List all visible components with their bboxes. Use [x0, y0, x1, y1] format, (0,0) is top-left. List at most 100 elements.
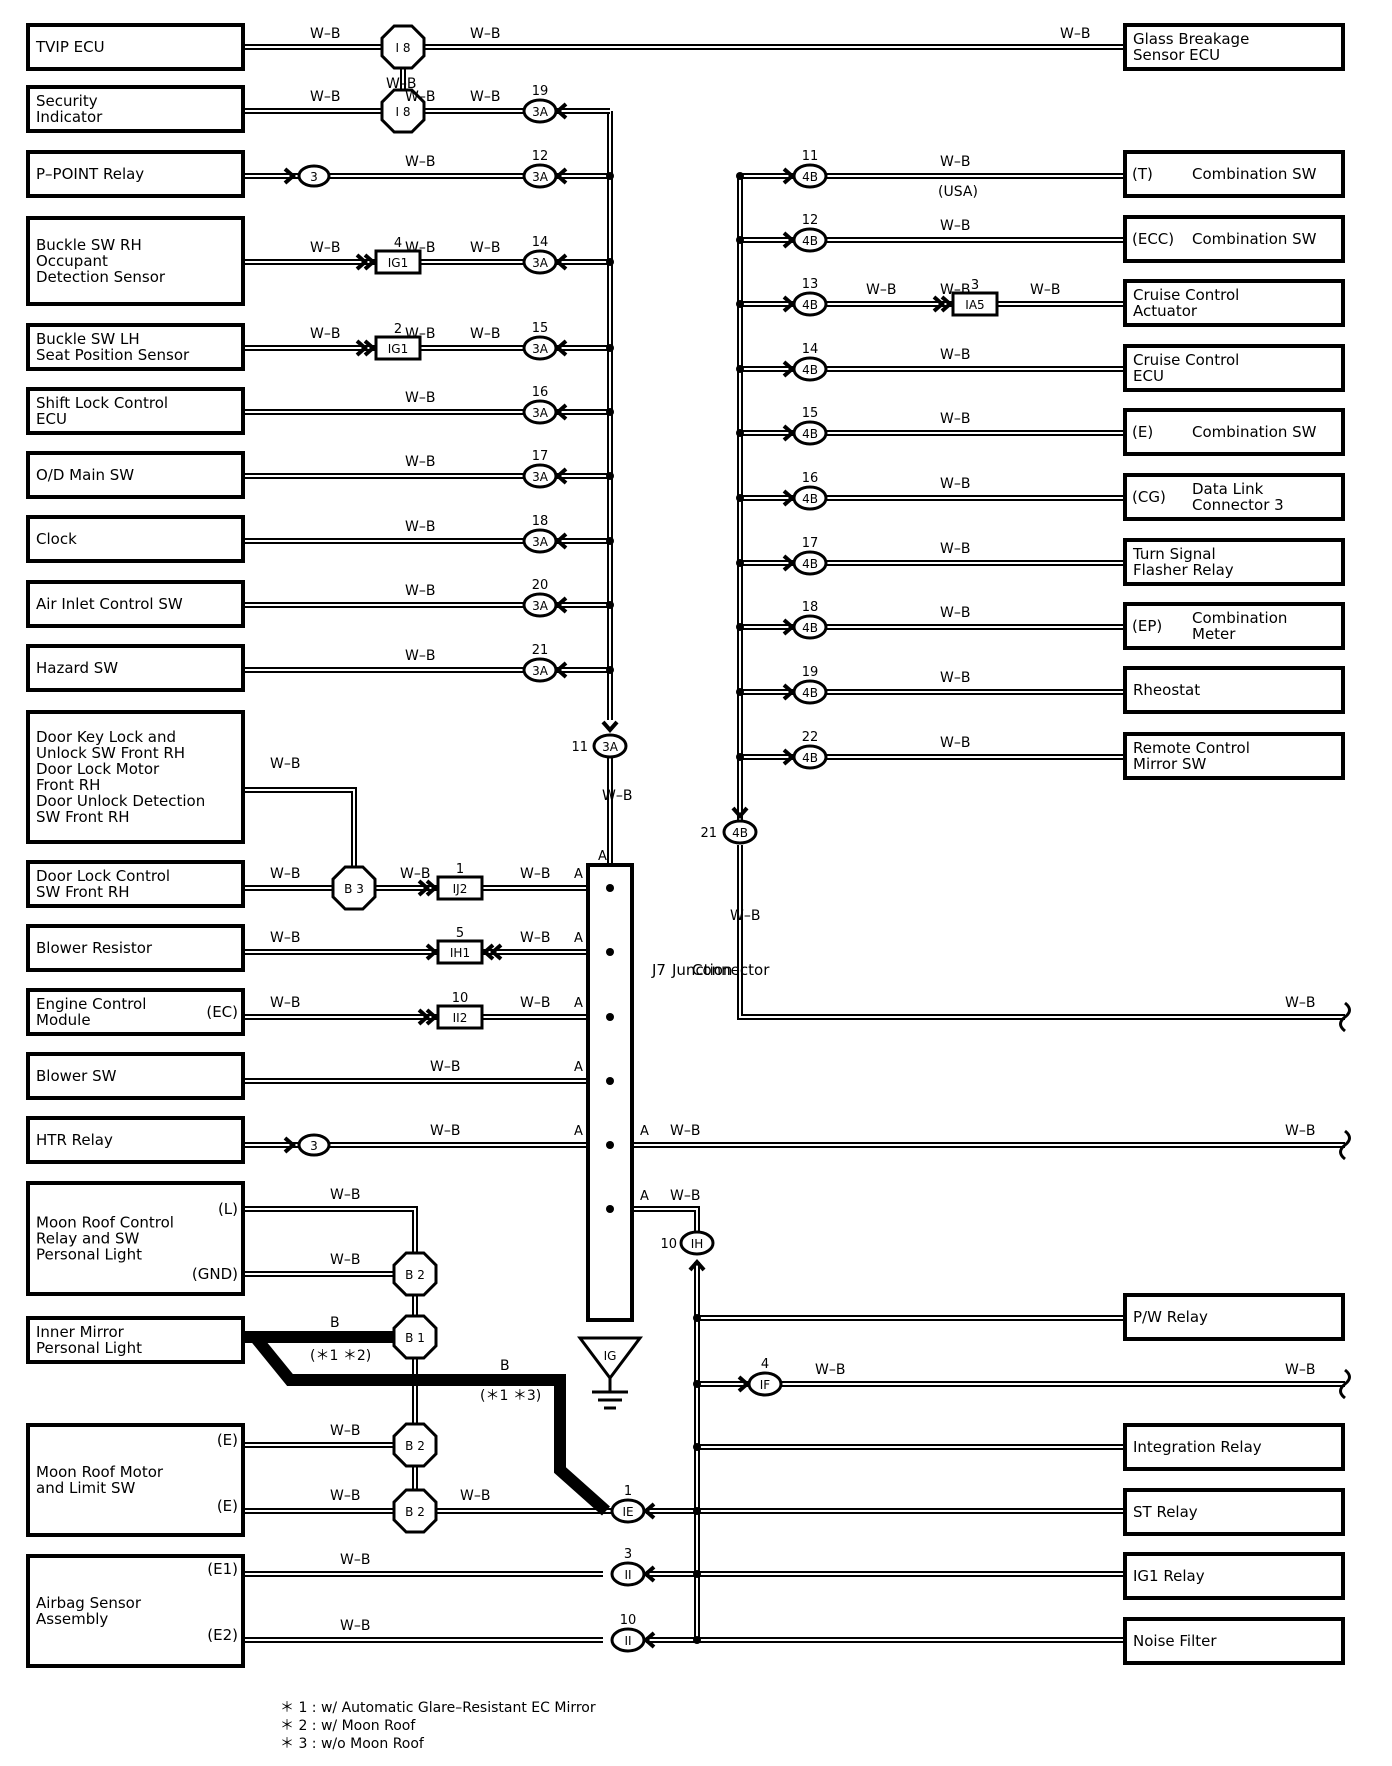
- conn-4B-15-pin: 15: [802, 406, 819, 421]
- pin-combometer: (EP): [1132, 617, 1162, 635]
- conn-3A-17-pin: 17: [532, 449, 549, 464]
- box-remotemirror-text: Remote Control: [1133, 739, 1250, 757]
- box-doorlockctrl: [26, 860, 245, 908]
- box-doorlockctrl-text: Door Lock Control: [36, 867, 170, 885]
- splice-dot: [606, 666, 614, 674]
- box-st: [1123, 1488, 1345, 1536]
- wire-label: W–B: [470, 26, 500, 42]
- splice-dot: [606, 344, 614, 352]
- ground-wire-ie: [250, 1333, 610, 1516]
- box-blowersw-text: Blower SW: [36, 1067, 117, 1085]
- wire-label: W–B: [940, 411, 970, 427]
- box-innermirror-text: Inner Mirror: [36, 1323, 125, 1341]
- splice-dot: [606, 408, 614, 416]
- box-combometer-text: Combination: [1192, 609, 1287, 627]
- box-doorkey-text: Front RH: [36, 776, 100, 794]
- conn-3-ppoint: [297, 164, 331, 188]
- box-blowersw: [26, 1052, 245, 1100]
- pin-l: (L): [218, 1200, 238, 1218]
- arrow-icon: [782, 618, 796, 636]
- wire-label: W–B: [670, 1123, 700, 1139]
- wire-label: W–B: [405, 154, 435, 170]
- splice-dot: [606, 948, 614, 956]
- conn-b2-c: [392, 1488, 438, 1534]
- conn-ig-name: IG: [604, 1349, 617, 1363]
- box-tvip-text: TVIP ECU: [35, 38, 105, 56]
- box-buckle_rh-text: Buckle SW RH: [36, 236, 142, 254]
- box-airinlet-text: Air Inlet Control SW: [36, 595, 183, 613]
- conn-4B-15-name: 4B: [802, 427, 818, 441]
- footnote-2: ＊ 2 : w/ Moon Roof: [280, 1718, 416, 1734]
- box-integration: [1123, 1423, 1345, 1471]
- arrow-icon: [554, 167, 568, 185]
- wire-label: W–B: [460, 1488, 490, 1504]
- arrow-icon: [363, 253, 377, 271]
- box-moonroofctrl: [26, 1181, 245, 1296]
- wire-label: W–B: [405, 89, 435, 105]
- footnote-1: ＊ 1 : w/ Automatic Glare–Resistant EC Mi…: [280, 1700, 596, 1716]
- conn-b2-b: [392, 1422, 438, 1468]
- box-buckle_rh-text: Detection Sensor: [36, 268, 166, 286]
- pin-gnd: (GND): [192, 1265, 238, 1283]
- wire-label: W–B: [940, 347, 970, 363]
- wire-label: W–B: [270, 930, 300, 946]
- box-doorkey-text: SW Front RH: [36, 808, 130, 826]
- arrow-icon: [782, 231, 796, 249]
- wire-label: W–B: [430, 1059, 460, 1075]
- arrow-down-icon: [601, 720, 619, 734]
- arrow-icon: [554, 532, 568, 550]
- pin-combo_ecc: (ECC): [1132, 230, 1174, 248]
- conn-4B-22-name: 4B: [802, 751, 818, 765]
- conn-ig1-rh-name: IG1: [388, 256, 408, 270]
- arrow-icon: [554, 596, 568, 614]
- wire-label: W–B: [1030, 282, 1060, 298]
- wire-label: W–B: [1285, 1123, 1315, 1139]
- conn-4B-22-pin: 22: [802, 730, 819, 745]
- arrow-icon: [642, 1565, 656, 1583]
- splice-dot: [736, 623, 744, 631]
- conn-3-ppoint-name: 3: [310, 170, 318, 184]
- pin-combo_t: (T): [1132, 165, 1153, 183]
- conn-ii2-pin: 10: [452, 991, 469, 1006]
- wire-doorkey-core: [243, 789, 355, 888]
- box-cruise_ecu-text: ECU: [1133, 367, 1164, 385]
- wire-label: W–B: [310, 326, 340, 342]
- box-noise-text: Noise Filter: [1133, 1632, 1217, 1650]
- pin-4B-out: 21: [700, 826, 717, 841]
- conn-4B-12-name: 4B: [802, 234, 818, 248]
- arrow-icon: [283, 1136, 297, 1154]
- splice-dot: [693, 1314, 701, 1322]
- note-ref: (＊1 ＊2): [310, 1348, 371, 1364]
- splice-dot: [736, 429, 744, 437]
- conn-4B-19-pin: 19: [802, 665, 819, 680]
- box-hazard: [26, 644, 245, 692]
- box-shiftlock-text: Shift Lock Control: [36, 394, 168, 412]
- box-ig1-text: IG1 Relay: [1133, 1567, 1205, 1585]
- box-ecm-text: Module: [36, 1011, 91, 1029]
- conn-4B-16-name: 4B: [802, 492, 818, 506]
- splice-dot: [606, 172, 614, 180]
- box-moonroofmotor: [26, 1423, 245, 1537]
- conn-b1-name: B 1: [405, 1331, 425, 1345]
- wire-label: W–B: [340, 1552, 370, 1568]
- wire-label: B: [500, 1358, 510, 1374]
- arrow-icon: [363, 339, 377, 357]
- wire-label-vertical: W–B: [730, 908, 760, 924]
- conn-4B-13-pin: 13: [802, 277, 819, 292]
- conn-4B-17-pin: 17: [802, 536, 819, 551]
- conn-ia5-pin: 3: [971, 278, 979, 293]
- j7-pin: A: [574, 867, 583, 882]
- conn-ii-e1-pin: 3: [624, 1547, 632, 1562]
- note-ref: (＊1 ＊3): [480, 1388, 541, 1404]
- wire-break-icon: [1339, 1368, 1351, 1400]
- arrow-icon: [782, 489, 796, 507]
- box-remotemirror: [1123, 732, 1345, 780]
- box-moonroofmotor-text: and Limit SW: [36, 1479, 135, 1497]
- box-airbag-text: Assembly: [36, 1610, 108, 1628]
- box-dlc3-text: Data Link: [1192, 480, 1264, 498]
- conn-3A-17-name: 3A: [532, 470, 549, 484]
- wire-label: W–B: [940, 476, 970, 492]
- conn-3A-out: [592, 733, 628, 759]
- conn-4B-12-pin: 12: [802, 213, 819, 228]
- conn-3A-14-name: 3A: [532, 256, 549, 270]
